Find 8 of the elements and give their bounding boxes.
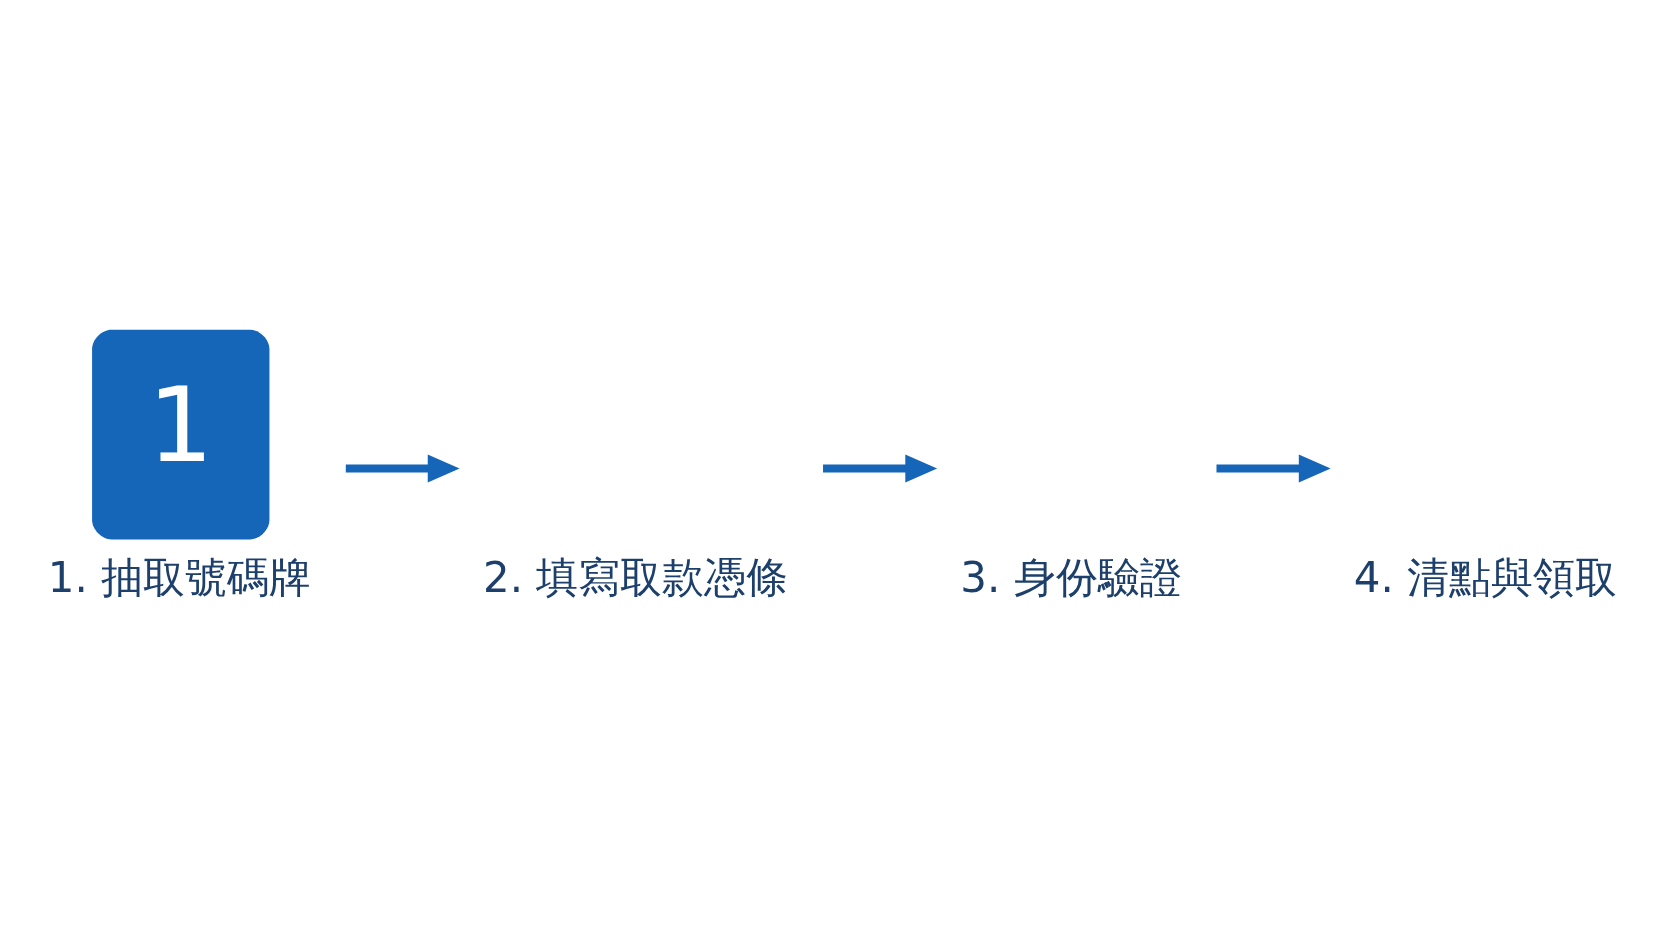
node-text: 3. 身份驗證 xyxy=(960,553,1182,603)
arrow xyxy=(823,454,938,483)
node-box: 1 xyxy=(92,329,270,540)
arrow xyxy=(345,454,460,483)
node-label: 1. 抽取號碼牌 xyxy=(47,553,312,603)
arrow xyxy=(1216,454,1331,483)
node-text: 2. 填寫取款憑條 xyxy=(483,553,789,603)
node-text: 4. 清點與領取 xyxy=(1353,553,1618,603)
